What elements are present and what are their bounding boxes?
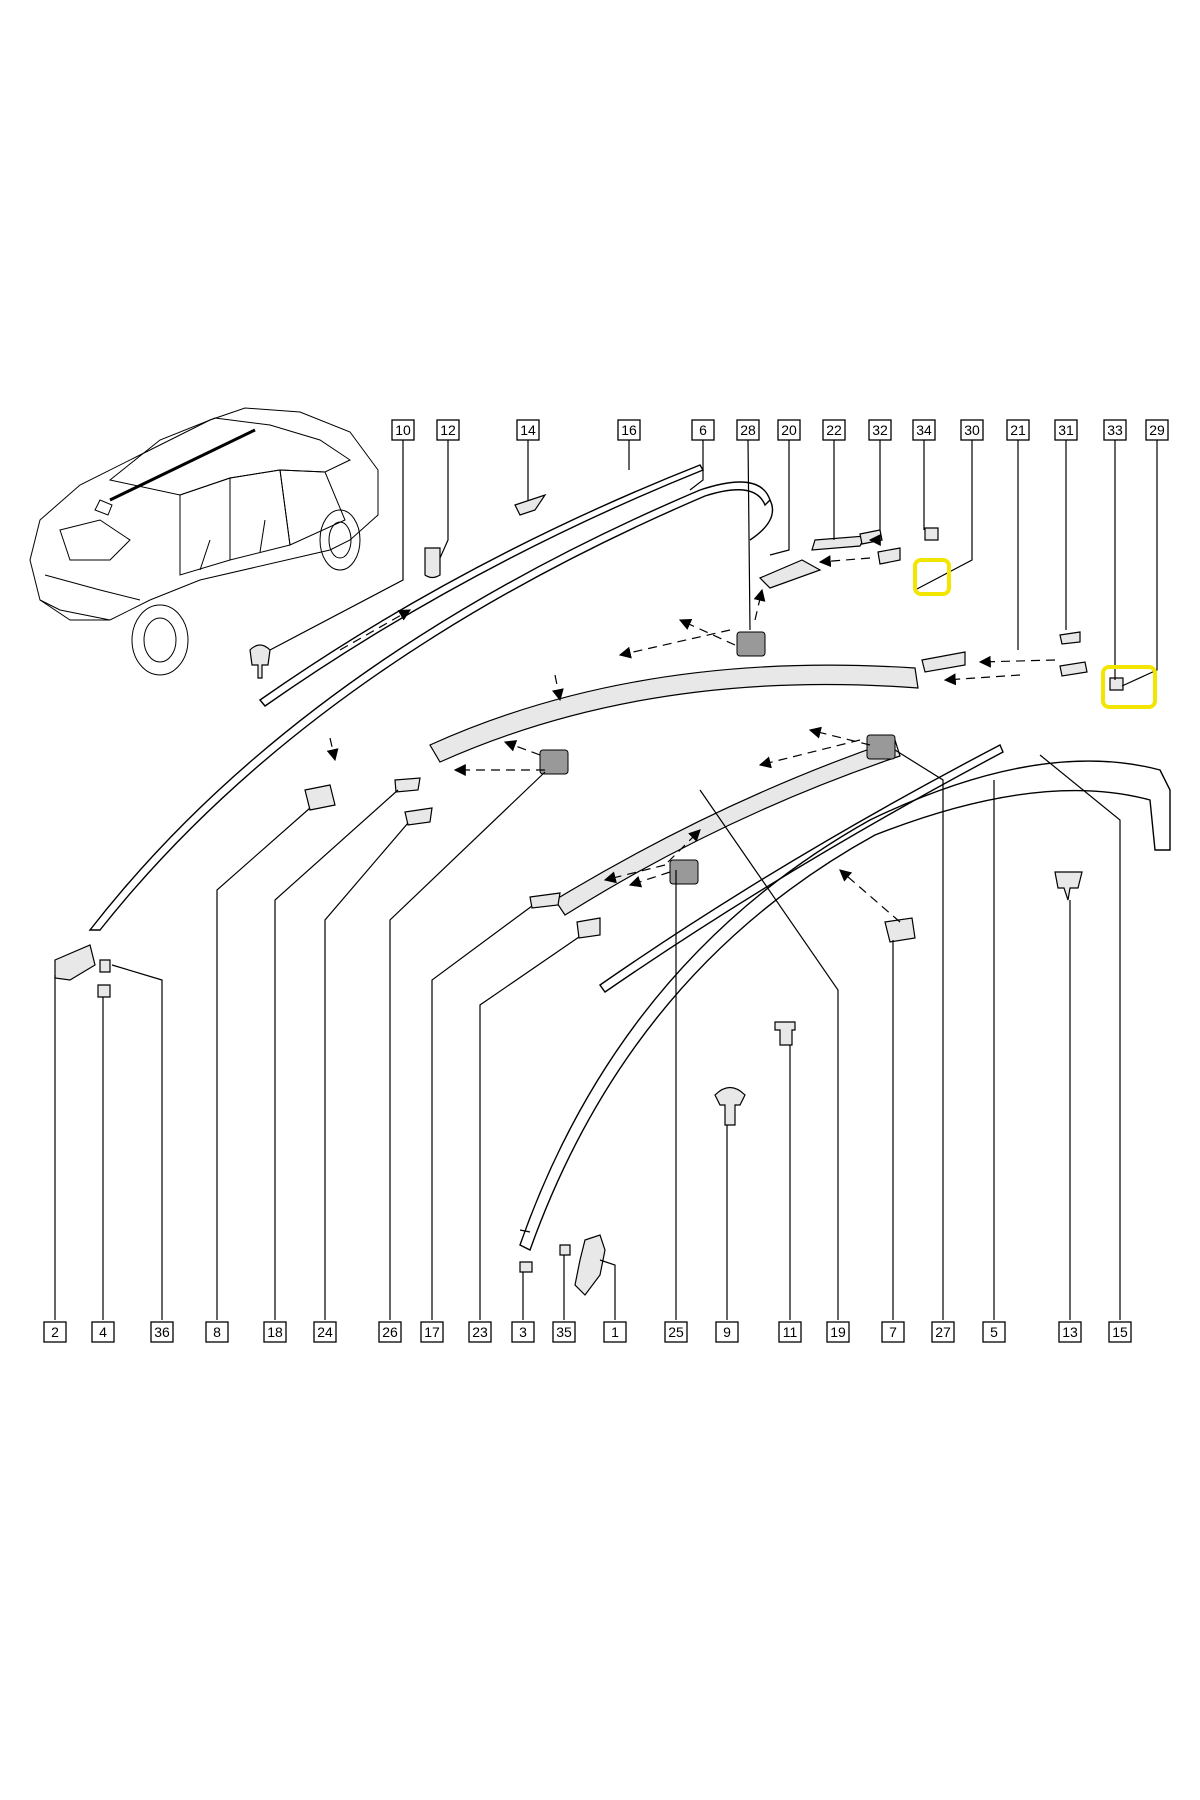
highlight-part-30 — [913, 558, 951, 596]
callout-label-26: 26 — [382, 1324, 398, 1340]
callout-box-12 — [436, 419, 460, 441]
callout-label-7: 7 — [889, 1324, 897, 1340]
callout-box-30 — [960, 419, 984, 441]
callout-box-9 — [715, 1321, 739, 1343]
callout-box-33 — [1103, 419, 1127, 441]
callout-label-12: 12 — [440, 422, 456, 438]
callout-box-7 — [881, 1321, 905, 1343]
callout-label-28: 28 — [740, 422, 756, 438]
callout-box-14 — [516, 419, 540, 441]
callout-box-23 — [468, 1321, 492, 1343]
callout-label-11: 11 — [783, 1324, 798, 1340]
callout-label-14: 14 — [520, 422, 536, 438]
callout-label-8: 8 — [213, 1324, 221, 1340]
fasteners — [54, 493, 1124, 1296]
callout-label-10: 10 — [395, 422, 411, 438]
callout-box-34 — [912, 419, 936, 441]
callout-box-29 — [1145, 419, 1169, 441]
callout-box-5 — [982, 1321, 1006, 1343]
callout-label-27: 27 — [935, 1324, 951, 1340]
callout-box-2 — [43, 1321, 67, 1343]
callout-box-22 — [822, 419, 846, 441]
callout-box-16 — [617, 419, 641, 441]
callout-box-6 — [691, 419, 715, 441]
callout-box-8 — [205, 1321, 229, 1343]
callout-label-32: 32 — [872, 422, 888, 438]
callout-box-15 — [1108, 1321, 1132, 1343]
callout-label-33: 33 — [1107, 422, 1123, 438]
callout-label-16: 16 — [621, 422, 637, 438]
assembly-arrows — [326, 534, 1056, 923]
callout-box-13 — [1058, 1321, 1082, 1343]
callout-label-6: 6 — [699, 422, 707, 438]
callout-box-24 — [313, 1321, 337, 1343]
callout-box-26 — [378, 1321, 402, 1343]
vehicle-illustration — [29, 407, 379, 676]
callout-box-11 — [778, 1321, 802, 1343]
callout-box-19 — [826, 1321, 850, 1343]
callout-label-9: 9 — [723, 1324, 731, 1340]
callout-box-21 — [1006, 419, 1030, 441]
callout-label-20: 20 — [781, 422, 797, 438]
callout-label-3: 3 — [519, 1324, 527, 1340]
callout-label-34: 34 — [916, 422, 932, 438]
callout-box-3 — [511, 1321, 535, 1343]
callout-label-23: 23 — [472, 1324, 488, 1340]
callout-label-29: 29 — [1149, 422, 1165, 438]
callout-label-19: 19 — [830, 1324, 846, 1340]
parts-top — [88, 464, 1171, 1251]
callout-label-24: 24 — [317, 1324, 333, 1340]
callout-label-18: 18 — [267, 1324, 283, 1340]
callout-box-28 — [736, 419, 760, 441]
callout-label-15: 15 — [1112, 1324, 1128, 1340]
callout-label-35: 35 — [556, 1324, 572, 1340]
callout-box-20 — [777, 419, 801, 441]
callout-label-5: 5 — [990, 1324, 998, 1340]
callout-label-4: 4 — [99, 1324, 107, 1340]
callout-label-13: 13 — [1062, 1324, 1078, 1340]
callout-label-1: 1 — [611, 1324, 619, 1340]
callout-box-36 — [150, 1321, 174, 1343]
callout-label-31: 31 — [1058, 422, 1074, 438]
callout-box-1 — [603, 1321, 627, 1343]
callout-label-22: 22 — [826, 422, 842, 438]
callout-box-27 — [931, 1321, 955, 1343]
callout-box-17 — [420, 1321, 444, 1343]
callout-label-2: 2 — [51, 1324, 59, 1340]
callout-box-10 — [391, 419, 415, 441]
callout-box-31 — [1054, 419, 1078, 441]
callout-box-4 — [91, 1321, 115, 1343]
leader-lines — [54, 439, 1158, 1320]
callout-box-35 — [552, 1321, 576, 1343]
callout-label-17: 17 — [424, 1324, 440, 1340]
callout-box-25 — [664, 1321, 688, 1343]
highlight-part-29 — [1101, 665, 1157, 709]
callout-label-21: 21 — [1010, 422, 1026, 438]
callout-label-25: 25 — [668, 1324, 684, 1340]
callouts-top: 10 12 14 16 6 28 20 22 32 34 30 21 31 33 29 — [391, 419, 1169, 441]
callout-label-36: 36 — [154, 1324, 170, 1340]
callout-label-30: 30 — [964, 422, 980, 438]
callout-box-32 — [868, 419, 892, 441]
callout-box-18 — [263, 1321, 287, 1343]
